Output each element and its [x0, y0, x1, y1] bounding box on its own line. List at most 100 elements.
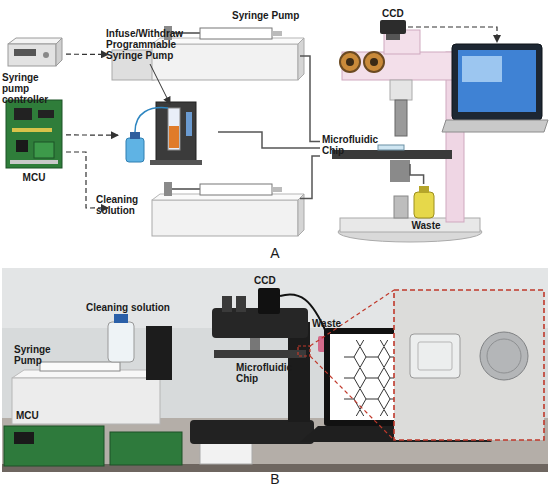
- waste-bottle-part: [414, 192, 434, 218]
- component-label: Syringe Pump: [232, 10, 306, 21]
- mcu-board-part: [34, 142, 54, 158]
- component-node: Infuse/Withdraw Programmable Syringe Pum…: [118, 100, 218, 164]
- syringe-pump-vertical-part: [150, 160, 202, 165]
- waste-bottle: [414, 186, 434, 218]
- lab-photo-part: [310, 356, 394, 440]
- syringe-pump-vertical-part: [186, 112, 192, 136]
- microscope-part: [332, 150, 452, 159]
- ccd-camera-part: [386, 34, 400, 40]
- lab-photo-part: [12, 378, 160, 424]
- microscope-part: [340, 52, 360, 72]
- control-line: [66, 54, 108, 55]
- syringe-pump-vertical-part: [130, 132, 140, 139]
- syringe-pump-vertical-part: [169, 126, 179, 148]
- microscope-part: [370, 58, 378, 66]
- syringe-pump-bottom-part: [164, 182, 172, 196]
- microscope-part: [346, 58, 354, 66]
- component-node: CCD: [362, 8, 422, 52]
- component-label: CCD: [382, 8, 414, 19]
- tubing-line: [410, 164, 424, 184]
- lab-photo-part: [298, 346, 310, 356]
- syringe-pump-bottom-part: [200, 184, 272, 195]
- lab-photo-part: [2, 268, 548, 472]
- mcu-board-part: [38, 110, 54, 118]
- tubing-line: [300, 56, 320, 142]
- controller-device-part: [8, 44, 56, 66]
- laptop-part: [458, 50, 536, 112]
- control-line: [66, 152, 108, 208]
- syringe-pump-bottom: [152, 182, 304, 236]
- photo-label: CCD: [254, 275, 294, 286]
- controller-device-part: [8, 38, 62, 44]
- lab-photo-part: [190, 420, 314, 444]
- lab-photo-part: [114, 314, 128, 323]
- syringe-pump-top-part: [298, 38, 304, 80]
- mcu-board-part: [6, 100, 62, 168]
- ccd-camera-part: [380, 20, 406, 34]
- lab-photo-part: [110, 432, 182, 465]
- syringe-pump-vertical-part: [150, 64, 170, 104]
- lab-photo-part: [258, 288, 280, 314]
- microscope-part: [342, 52, 464, 80]
- microscope-part: [394, 196, 408, 218]
- laptop-part: [452, 44, 542, 120]
- syringe-pump-bottom-part: [298, 194, 304, 236]
- lab-photo-part: [418, 342, 452, 370]
- lab-photo-part: [214, 350, 306, 358]
- lab-photo-part: [4, 426, 104, 466]
- microscope-part: [364, 52, 384, 72]
- tubing-line: [218, 132, 320, 148]
- component-node: Waste: [402, 184, 450, 234]
- syringe-pump-top-part: [272, 31, 282, 36]
- mcu-board-part: [10, 160, 58, 164]
- camera-signal-line: [408, 27, 497, 42]
- tubing-line: [300, 156, 320, 199]
- controller-device: [8, 38, 62, 66]
- photo-label: Syringe Pump: [14, 344, 58, 366]
- controller-device-part: [14, 49, 36, 56]
- photo-label: Cleaning solution: [86, 302, 186, 313]
- photo-label: Microfluidic Chip: [236, 362, 296, 384]
- syringe-pump-bottom-part: [152, 200, 298, 236]
- component-label: MCU: [2, 172, 66, 183]
- lab-photo-part: [250, 338, 260, 350]
- waste-bottle-part: [419, 186, 429, 193]
- component-label: Cleaning solution: [96, 194, 148, 216]
- syringe-pump-vertical-part: [126, 138, 144, 162]
- lab-photo-part: [14, 432, 34, 444]
- controller-device-part: [43, 52, 49, 58]
- syringe-pump-bottom-part: [168, 188, 200, 190]
- component-node: MCU: [2, 98, 66, 188]
- component-node: Cleaning solution: [108, 180, 300, 242]
- lab-photo-part: [236, 296, 246, 312]
- laptop: [442, 44, 548, 132]
- component-node: Syringe pump controller: [2, 38, 66, 96]
- lab-photo-part: [108, 322, 134, 362]
- component-node: Microfluidic Chip: [320, 132, 420, 164]
- microscope-part: [395, 100, 407, 136]
- panel-letter: A: [262, 246, 288, 262]
- syringe-pump-vertical: [126, 64, 202, 165]
- control-line: [66, 134, 118, 136]
- photo-label: MCU: [16, 410, 56, 421]
- syringe-pump-top-part: [200, 28, 272, 39]
- component-label: Syringe pump controller: [2, 72, 66, 106]
- lab-photo: [2, 268, 548, 472]
- camera-signal-line-part: [408, 27, 497, 42]
- syringe-pump-bottom-part: [272, 187, 282, 192]
- microscope-part: [378, 145, 404, 150]
- syringe-pump-vertical-part: [156, 102, 196, 162]
- lab-photo-part: [487, 339, 521, 373]
- ccd-camera: [380, 20, 406, 40]
- lab-photo-part: [146, 326, 172, 380]
- mcu-board-part: [12, 128, 52, 132]
- lab-photo-part: [410, 334, 460, 378]
- component-label: Infuse/Withdraw Programmable Syringe Pum…: [106, 28, 198, 62]
- lab-photo-part: [394, 290, 544, 440]
- controller-device-part: [56, 38, 62, 66]
- lab-photo-part: [310, 290, 394, 346]
- panel-letter: B: [262, 472, 288, 488]
